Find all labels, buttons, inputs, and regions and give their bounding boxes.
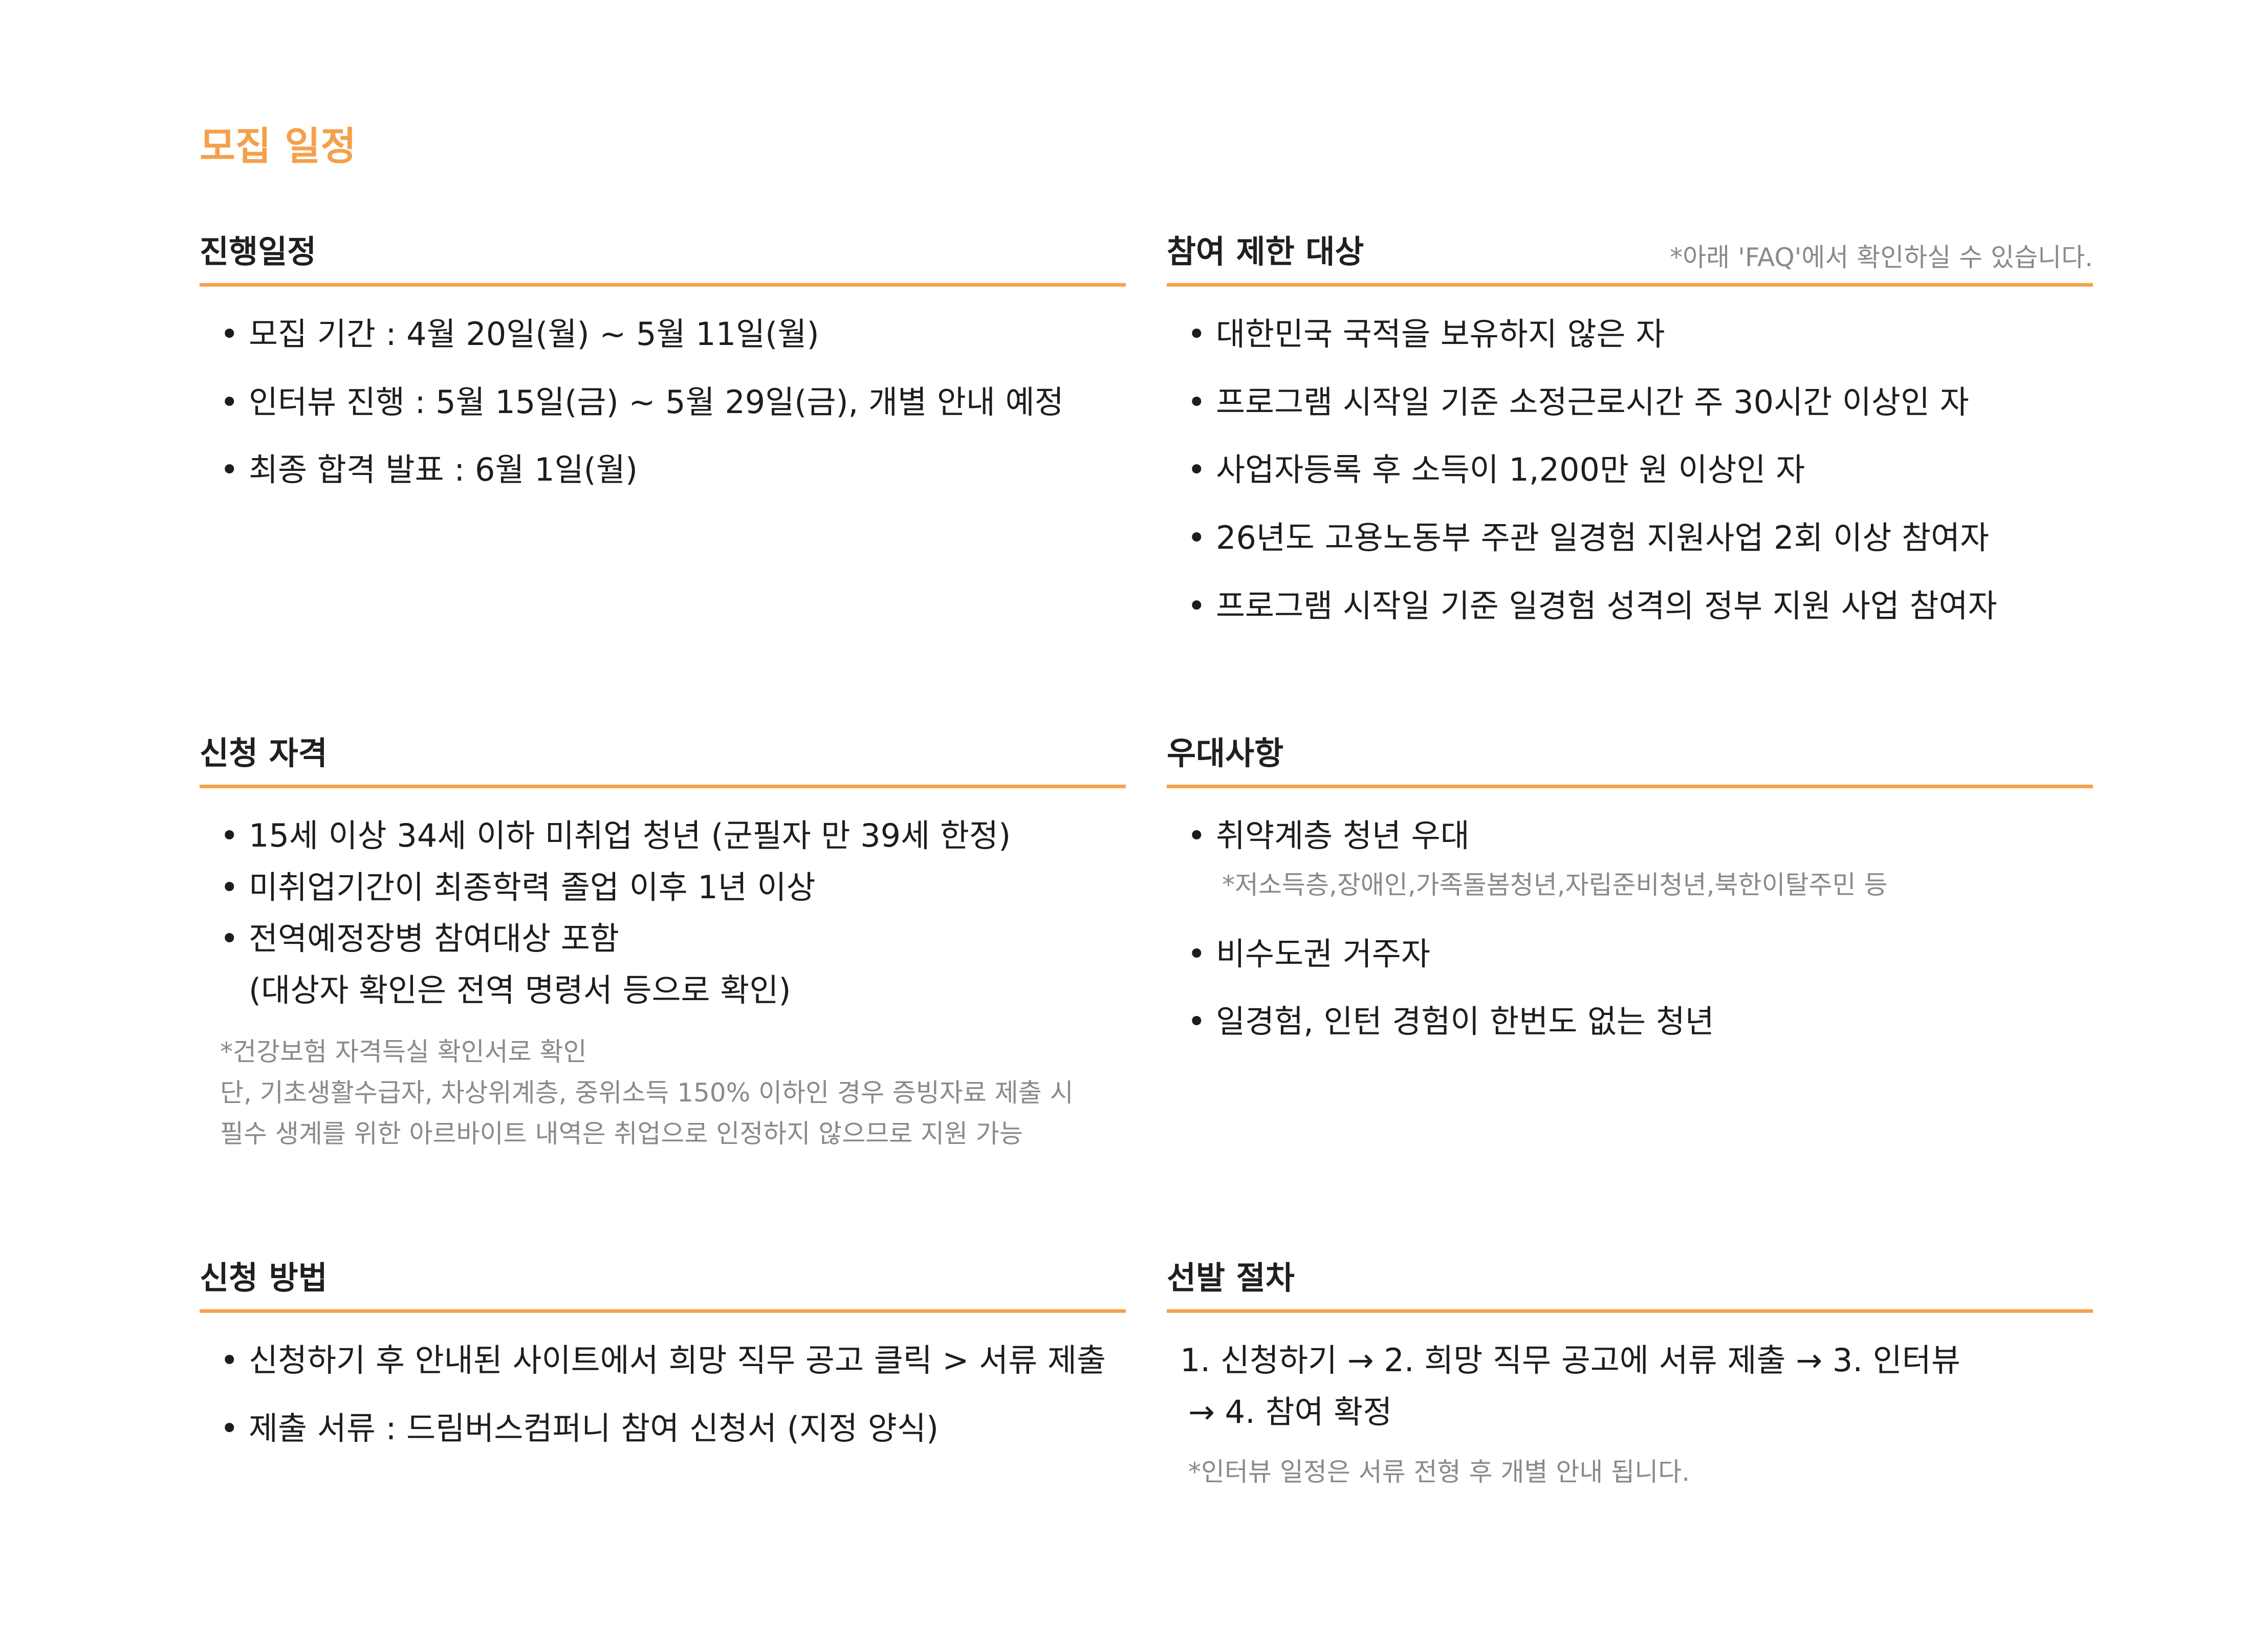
section-header: 신청 방법 — [200, 1259, 1126, 1313]
list-item-text: 일경험, 인턴 경험이 한번도 없는 청년 — [1216, 1003, 1714, 1041]
bullet-icon: • — [1187, 315, 1206, 353]
section-schedule: 진행일정 • 모집 기간 : 4월 20일(월) ~ 5월 11일(월) • 인터뷰… — [200, 233, 1126, 489]
bullet-icon: • — [220, 1342, 239, 1379]
list-item: • 최종 합격 발표 : 6월 1일(월) — [200, 450, 1126, 489]
list-item: • 신청하기 후 안내된 사이트에서 희망 직무 공고 클릭 > 서류 제출 — [200, 1341, 1126, 1380]
section-method: 신청 방법 • 신청하기 후 안내된 사이트에서 희망 직무 공고 클릭 > 서류… — [200, 1259, 1126, 1447]
note-line: 필수 생계를 위한 아르바이트 내역은 취업으로 인정하지 않으므로 지원 가능 — [220, 1118, 1023, 1149]
section-header: 참여 제한 대상 *아래 'FAQ'에서 확인하실 수 있습니다. — [1167, 233, 2093, 287]
list-item-text: 전역예정장병 참여대상 포함 — [249, 920, 619, 958]
section-title: 진행일정 — [200, 233, 317, 270]
section-preference: 우대사항 • 취약계층 청년 우대 *저소득층,장애인,가족돌봄청년,자립준비청년… — [1167, 734, 2093, 1041]
list-item-text: 인터뷰 진행 : 5월 15일(금) ~ 5월 29일(금), 개별 안내 예정 — [249, 383, 1064, 421]
bullet-icon: • — [220, 868, 239, 906]
list-item-text: 모집 기간 : 4월 20일(월) ~ 5월 11일(월) — [249, 315, 819, 353]
bullet-icon: • — [220, 451, 239, 489]
list-item-text: 프로그램 시작일 기준 소정근로시간 주 30시간 이상인 자 — [1216, 383, 1969, 421]
page-title: 모집 일정 — [200, 123, 357, 169]
bullet-icon: • — [1187, 935, 1206, 972]
selection-note: *인터뷰 일정은 서류 전형 후 개별 안내 됩니다. — [1188, 1457, 1690, 1487]
bullet-icon: • — [1187, 451, 1206, 489]
list-item: • 26년도 고용노동부 주관 일경험 지원사업 2회 이상 참여자 — [1167, 518, 2093, 557]
list-item-text: 사업자등록 후 소득이 1,200만 원 이상인 자 — [1216, 451, 1805, 489]
schedule-list: • 모집 기간 : 4월 20일(월) ~ 5월 11일(월) • 인터뷰 진행 :… — [200, 315, 1126, 489]
bullet-icon: • — [220, 315, 239, 353]
bullet-icon: • — [1187, 518, 1206, 556]
list-item-text: 최종 합격 발표 : 6월 1일(월) — [249, 451, 638, 489]
bullet-icon: • — [1187, 587, 1206, 624]
list-item: • 제출 서류 : 드림버스컴퍼니 참여 신청서 (지정 양식) — [200, 1409, 1126, 1448]
section-title: 신청 방법 — [200, 1259, 328, 1296]
section-title: 우대사항 — [1167, 734, 1284, 772]
section-title: 신청 자격 — [200, 734, 328, 772]
note-line: *건강보험 자격득실 확인서로 확인 — [220, 1036, 587, 1067]
list-item-text: 프로그램 시작일 기준 일경험 성격의 정부 지원 사업 참여자 — [1216, 587, 1997, 624]
bullet-icon: • — [220, 920, 239, 958]
list-item: • 대한민국 국적을 보유하지 않은 자 — [1167, 315, 2093, 354]
list-item-text: 15세 이상 34세 이하 미취업 청년 (군필자 만 39세 한정) — [249, 817, 1011, 854]
section-header: 우대사항 — [1167, 734, 2093, 788]
eligibility-notes: *건강보험 자격득실 확인서로 확인 단, 기초생활수급자, 차상위계층, 중위… — [200, 1031, 1126, 1154]
bullet-icon: • — [1187, 1003, 1206, 1041]
restriction-list: • 대한민국 국적을 보유하지 않은 자 • 프로그램 시작일 기준 소정근로시간 … — [1167, 315, 2093, 625]
list-item: • 비수도권 거주자 — [1167, 935, 2093, 974]
bullet-icon: • — [220, 817, 239, 854]
preference-note: *저소득층,장애인,가족돌봄청년,자립준비청년,북한이탈주민 등 — [1222, 870, 1888, 900]
section-header: 신청 자격 — [200, 734, 1126, 788]
list-item: • 15세 이상 34세 이하 미취업 청년 (군필자 만 39세 한정) — [200, 816, 1126, 855]
list-item: • 모집 기간 : 4월 20일(월) ~ 5월 11일(월) — [200, 315, 1126, 354]
section-selection: 선발 절차 1. 신청하기 → 2. 희망 직무 공고에 서류 제출 → 3. … — [1167, 1259, 2093, 1492]
list-item-text: 대한민국 국적을 보유하지 않은 자 — [1216, 315, 1665, 353]
method-list: • 신청하기 후 안내된 사이트에서 희망 직무 공고 클릭 > 서류 제출 • 제… — [200, 1341, 1126, 1447]
selection-step-line: → 4. 참여 확정 — [1188, 1393, 1392, 1431]
list-item-text: 제출 서류 : 드림버스컴퍼니 참여 신청서 (지정 양식) — [249, 1409, 939, 1447]
list-item-text: 취약계층 청년 우대 — [1216, 817, 1470, 854]
preference-list: • 취약계층 청년 우대 *저소득층,장애인,가족돌봄청년,자립준비청년,북한이탈… — [1167, 816, 2093, 1041]
list-item-text: 비수도권 거주자 — [1216, 935, 1430, 972]
bullet-icon: • — [220, 1409, 239, 1447]
list-item-continuation: (대상자 확인은 전역 명령서 등으로 확인) — [249, 971, 791, 1009]
list-item: • 취약계층 청년 우대 *저소득층,장애인,가족돌봄청년,자립준비청년,북한이탈… — [1167, 816, 2093, 905]
list-item-text: 미취업기간이 최종학력 졸업 이후 1년 이상 — [249, 868, 816, 906]
note-line: 단, 기초생활수급자, 차상위계층, 중위소득 150% 이하인 경우 증빙자료… — [220, 1077, 1074, 1108]
list-item: • 사업자등록 후 소득이 1,200만 원 이상인 자 — [1167, 450, 2093, 489]
list-item: • 프로그램 시작일 기준 소정근로시간 주 30시간 이상인 자 — [1167, 383, 2093, 422]
section-header: 선발 절차 — [1167, 1259, 2093, 1313]
eligibility-list: • 15세 이상 34세 이하 미취업 청년 (군필자 만 39세 한정) • 미취… — [200, 816, 1126, 1010]
bullet-icon: • — [220, 383, 239, 421]
section-title: 참여 제한 대상 — [1167, 233, 1364, 270]
section-restriction: 참여 제한 대상 *아래 'FAQ'에서 확인하실 수 있습니다. • 대한민국 … — [1167, 233, 2093, 625]
selection-step-line: 1. 신청하기 → 2. 희망 직무 공고에 서류 제출 → 3. 인터뷰 — [1180, 1342, 1960, 1379]
list-item: • 일경험, 인턴 경험이 한번도 없는 청년 — [1167, 1002, 2093, 1041]
selection-steps: 1. 신청하기 → 2. 희망 직무 공고에 서류 제출 → 3. 인터뷰 → … — [1167, 1341, 2093, 1492]
faq-note: *아래 'FAQ'에서 확인하실 수 있습니다. — [1670, 243, 2093, 272]
list-item-text: 26년도 고용노동부 주관 일경험 지원사업 2회 이상 참여자 — [1216, 518, 1990, 556]
bullet-icon: • — [1187, 383, 1206, 421]
list-item: • 미취업기간이 최종학력 졸업 이후 1년 이상 — [200, 868, 1126, 907]
list-item-text: 신청하기 후 안내된 사이트에서 희망 직무 공고 클릭 > 서류 제출 — [249, 1342, 1106, 1379]
section-title: 선발 절차 — [1167, 1259, 1295, 1296]
bullet-icon: • — [1187, 817, 1206, 854]
list-item: • 프로그램 시작일 기준 일경험 성격의 정부 지원 사업 참여자 — [1167, 587, 2093, 625]
section-eligibility: 신청 자격 • 15세 이상 34세 이하 미취업 청년 (군필자 만 39세 한… — [200, 734, 1126, 1154]
list-item: • 인터뷰 진행 : 5월 15일(금) ~ 5월 29일(금), 개별 안내 예… — [200, 383, 1126, 422]
section-header: 진행일정 — [200, 233, 1126, 287]
list-item: • 전역예정장병 참여대상 포함 (대상자 확인은 전역 명령서 등으로 확인) — [200, 919, 1126, 1009]
